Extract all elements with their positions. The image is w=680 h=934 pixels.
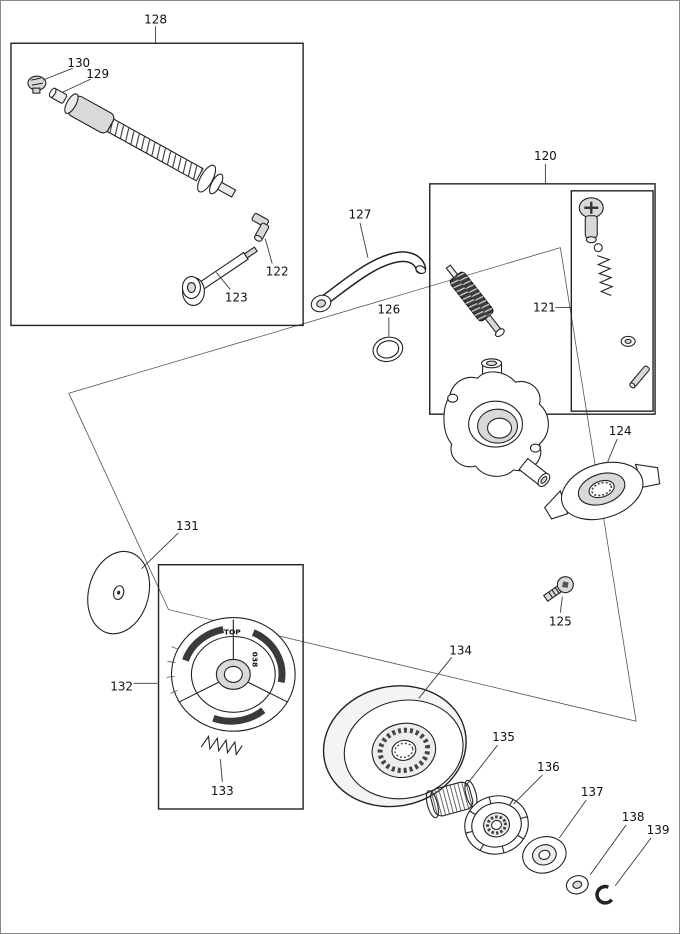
part-120-pump-body (443, 358, 551, 488)
part-136-rim-sprocket (464, 795, 529, 855)
part-label-131: 131 (176, 519, 199, 533)
part-label-126: 126 (377, 302, 400, 316)
assembly-132: TOP 038 (157, 564, 304, 810)
part-121-plunger (578, 197, 604, 244)
part-label-123: 123 (225, 290, 248, 304)
part-120-piston-gear (445, 264, 505, 338)
assembly-128 (10, 42, 304, 327)
clutch-top-marking: TOP (224, 628, 241, 637)
part-132-clutch: TOP 038 (166, 617, 296, 732)
part-121-spring (596, 255, 614, 297)
part-128-worm-shaft (64, 93, 237, 198)
part-label-137: 137 (581, 785, 604, 799)
part-label-121: 121 (533, 300, 556, 314)
part-label-128: 128 (144, 12, 167, 26)
part-label-129: 129 (86, 67, 109, 81)
part-label-136: 136 (537, 760, 560, 774)
part-134-clutch-drum (322, 685, 467, 808)
part-121-ring (593, 243, 603, 253)
part-130-cap (27, 75, 47, 94)
part-124-cam-plate (544, 461, 661, 521)
part-123-crank (181, 246, 258, 307)
part-label-120: 120 (534, 149, 557, 163)
clutch-code-marking: 038 (250, 652, 259, 668)
part-121-valve-pin (629, 365, 650, 389)
part-label-135: 135 (492, 730, 515, 744)
leader-lines (42, 26, 652, 887)
part-label-125: 125 (549, 615, 572, 629)
part-label-139: 139 (647, 823, 670, 837)
assembly-121-box (570, 190, 654, 412)
assembly-120 (429, 183, 656, 415)
projection-lines (68, 247, 637, 722)
part-121-washer (620, 335, 636, 347)
part-labels: 128 130 129 122 123 127 126 120 121 124 … (67, 12, 669, 837)
part-127-pipe (310, 251, 427, 313)
part-135-needle-bearing (425, 779, 478, 819)
part-label-122: 122 (266, 265, 289, 279)
part-label-132: 132 (110, 679, 133, 693)
part-137-washer (522, 836, 567, 874)
part-label-133: 133 (211, 784, 234, 798)
part-126-oring (372, 336, 404, 363)
part-label-127: 127 (349, 208, 372, 222)
part-122-nipple (251, 212, 270, 242)
part-125-screw (542, 576, 574, 603)
part-129-sleeve (48, 87, 68, 104)
part-138-washer (565, 875, 589, 895)
part-131-washer-disc (87, 550, 151, 635)
part-label-134: 134 (449, 643, 472, 657)
part-label-138: 138 (622, 810, 645, 824)
part-133-spring (200, 734, 243, 757)
part-label-130: 130 (67, 56, 90, 70)
part-label-124: 124 (609, 424, 632, 438)
part-139-eclip (595, 884, 614, 905)
